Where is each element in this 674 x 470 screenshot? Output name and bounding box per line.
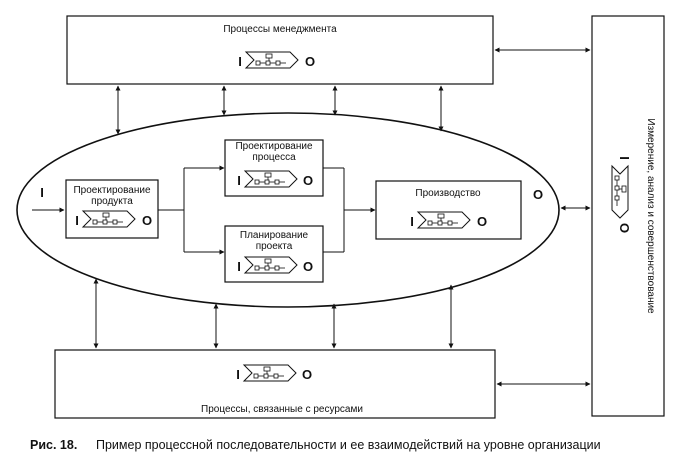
project-planning-label-line2: проекта — [256, 241, 293, 252]
process-design-label-line1: Проектирование — [235, 141, 313, 152]
product-design-label-line2: продукта — [91, 196, 133, 207]
figure-caption-prefix: Рис. 18. — [30, 438, 77, 452]
product-design-label-line1: Проектирование — [73, 185, 151, 196]
product-design-input-label: I — [75, 213, 79, 228]
project-planning-input-label: I — [237, 259, 241, 274]
process-design-output-label: O — [303, 173, 313, 188]
resources-block: I O Процессы, связанные с ресурсами — [54, 349, 496, 419]
flow-process-icon — [82, 210, 136, 228]
product-design-output-label: O — [142, 213, 152, 228]
management-block: Процессы менеджмента I O — [66, 15, 494, 85]
management-interaction-arrows — [115, 85, 444, 135]
measurement-block: Измерение, анализ и совершенствование I … — [591, 15, 665, 417]
flow-process-icon — [611, 165, 629, 219]
internal-flow-connectors — [158, 165, 376, 255]
core-process-ellipse — [16, 112, 560, 308]
resources-input-label: I — [236, 367, 240, 382]
process-design-box: Проектирование процесса I O — [224, 139, 324, 197]
flow-process-icon — [245, 51, 299, 69]
measurement-output-label: O — [617, 223, 632, 233]
project-planning-output-label: O — [303, 259, 313, 274]
measurement-input-label: I — [617, 156, 632, 160]
core-input-label: I — [40, 185, 44, 200]
production-input-label: I — [410, 214, 414, 229]
management-output-label: O — [305, 54, 315, 69]
production-label: Производство — [415, 188, 481, 199]
management-input-label: I — [238, 54, 242, 69]
product-design-box: Проектирование продукта I O — [65, 179, 159, 239]
project-planning-label-line1: Планирование — [240, 230, 309, 241]
measurement-interaction-arrows — [494, 47, 591, 387]
measurement-label: Измерение, анализ и совершенствование — [645, 118, 656, 314]
flow-process-icon — [243, 364, 297, 382]
process-design-label-line2: процесса — [252, 152, 296, 163]
resources-interaction-arrows — [93, 278, 454, 349]
figure-caption: Пример процессной последовательности и е… — [96, 438, 601, 452]
project-planning-box: Планирование проекта I O — [224, 225, 324, 283]
resources-output-label: O — [302, 367, 312, 382]
flow-process-icon — [417, 211, 471, 229]
core-output-label: O — [533, 187, 543, 202]
flow-process-icon — [244, 256, 298, 274]
resources-label: Процессы, связанные с ресурсами — [201, 404, 363, 415]
flow-process-icon — [244, 170, 298, 188]
process-design-input-label: I — [237, 173, 241, 188]
production-output-label: O — [477, 214, 487, 229]
production-box: Производство I O — [375, 180, 522, 240]
management-label: Процессы менеджмента — [223, 24, 337, 35]
